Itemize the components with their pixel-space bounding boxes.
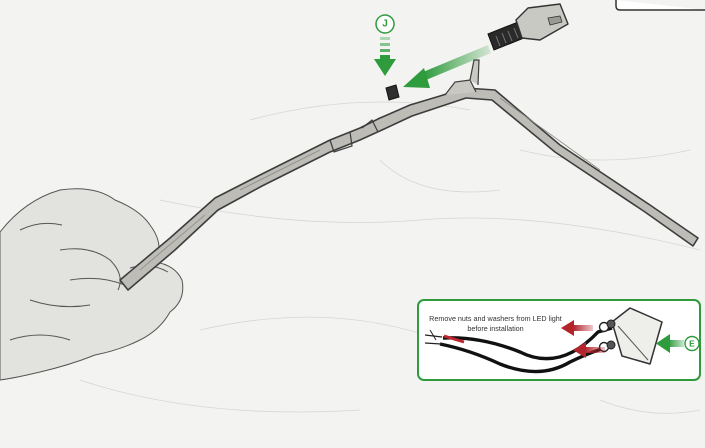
- step-e-badge: E: [685, 337, 699, 351]
- step-e-label: E: [689, 339, 695, 349]
- cropped-panel-edge: [616, 0, 705, 10]
- hand-illustration: [0, 189, 183, 380]
- green-down-arrow: [374, 37, 396, 76]
- step-j-badge: J: [376, 15, 394, 33]
- step-j-label: J: [382, 19, 388, 30]
- sensor-clip: [488, 4, 568, 50]
- mounting-bracket: [120, 60, 698, 290]
- inset-note: Remove nuts and washers from LED light b…: [423, 314, 568, 333]
- clip-part: [386, 85, 399, 100]
